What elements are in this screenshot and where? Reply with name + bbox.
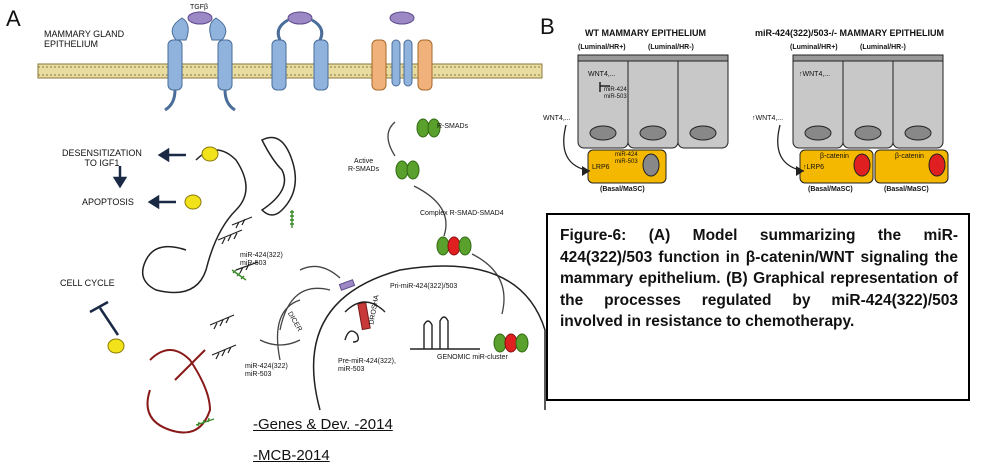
pre-mirna-label: Pre-miR-424(322), miR-503 (338, 358, 396, 373)
receptor-pair-1 (164, 11, 236, 112)
ko-beta-catenin-1: β-catenin (820, 153, 849, 160)
cell-membrane (37, 63, 543, 79)
complex-label: Complex R-SMAD-SMAD4 (420, 210, 504, 217)
drosha-block (357, 301, 371, 331)
pore (338, 279, 356, 291)
wt-lrp6: LRP6 (592, 164, 610, 171)
genomic-label: GENOMIC miR-cluster (437, 354, 508, 361)
wt-basal-mir424: miR-424 (615, 152, 638, 158)
mirna-label-1: miR-424(322) miR-503 (240, 252, 283, 267)
panel-a-letter: A (6, 6, 21, 31)
wt-luminal-neg: (Luminal/HR-) (648, 44, 694, 51)
active-smads-label: Active R-SMADs (348, 158, 380, 173)
wt-luminal-cells (577, 54, 729, 149)
wt-luminal-pos: (Luminal/HR+) (578, 44, 626, 51)
ko-wnt4-outside: ↑WNT4,... (752, 115, 784, 122)
pri-mirna-label: Pri-miR-424(322)/503 (390, 283, 458, 290)
wt-mir503: miR-503 (604, 94, 627, 100)
apoptosis-label: APOPTOSIS (82, 197, 134, 207)
poly-a-tails (195, 210, 294, 427)
mrg-targets (107, 146, 219, 354)
ko-beta-catenin-2: β-catenin (895, 153, 924, 160)
wt-basal-label: (Basal/MaSC) (600, 186, 645, 193)
mrna-loop-3 (146, 349, 212, 434)
reference-2[interactable]: -MCB-2014 (253, 447, 330, 464)
wt-title: WT MAMMARY EPITHELIUM (585, 28, 706, 38)
membrane-label: MAMMARY GLAND EPITHELIUM (44, 29, 125, 49)
ko-luminal-pos: (Luminal/HR+) (790, 44, 838, 51)
ko-wnt4-inside: ↑WNT4,... (799, 71, 831, 78)
reference-1[interactable]: -Genes & Dev. -2014 (253, 416, 393, 433)
mrna-loop-1 (260, 136, 297, 216)
smad-complex (436, 236, 505, 315)
receptor-pair-3 (371, 11, 433, 91)
mirna-label-2: miR-424(322) miR-503 (245, 363, 288, 378)
ko-basal-label-2: (Basal/MaSC) (884, 186, 929, 193)
ko-basal-label-1: (Basal/MaSC) (808, 186, 853, 193)
ko-luminal-neg: (Luminal/HR-) (860, 44, 906, 51)
nucleus-outline (312, 265, 546, 411)
receptor-pair-2 (271, 11, 329, 91)
ko-lrp6: ↑LRP6 (803, 164, 825, 171)
ko-title: miR-424(322)/503-/- MAMMARY EPITHELIUM (755, 28, 945, 38)
wt-mir424: miR-424 (604, 87, 627, 93)
wt-basal-mir503: miR-503 (615, 159, 638, 165)
ko-basal-cells (777, 124, 949, 184)
mrna-loop-2 (141, 149, 247, 294)
mirna-strands (209, 216, 259, 360)
r-smads (387, 118, 447, 237)
ko-luminal-cells (792, 54, 944, 149)
genomic-dna (410, 316, 529, 353)
wt-wnt4-inside: WNT4,... (588, 71, 616, 78)
panel-b-letter: B (540, 14, 555, 39)
r-smads-label: R-SMADs (437, 123, 469, 130)
tgfb-label: TGFβ (190, 4, 209, 11)
phenotype-arrows (89, 147, 186, 336)
figure-caption: Figure-6: (A) Model summarizing the miR-… (546, 213, 970, 401)
wt-wnt4-outside: WNT4,... (543, 115, 571, 122)
desensitization-label: DESENSITIZATION TO IGF1 (62, 148, 142, 168)
cell-cycle-label: CELL CYCLE (60, 278, 115, 288)
wt-basal-cell (563, 124, 667, 184)
